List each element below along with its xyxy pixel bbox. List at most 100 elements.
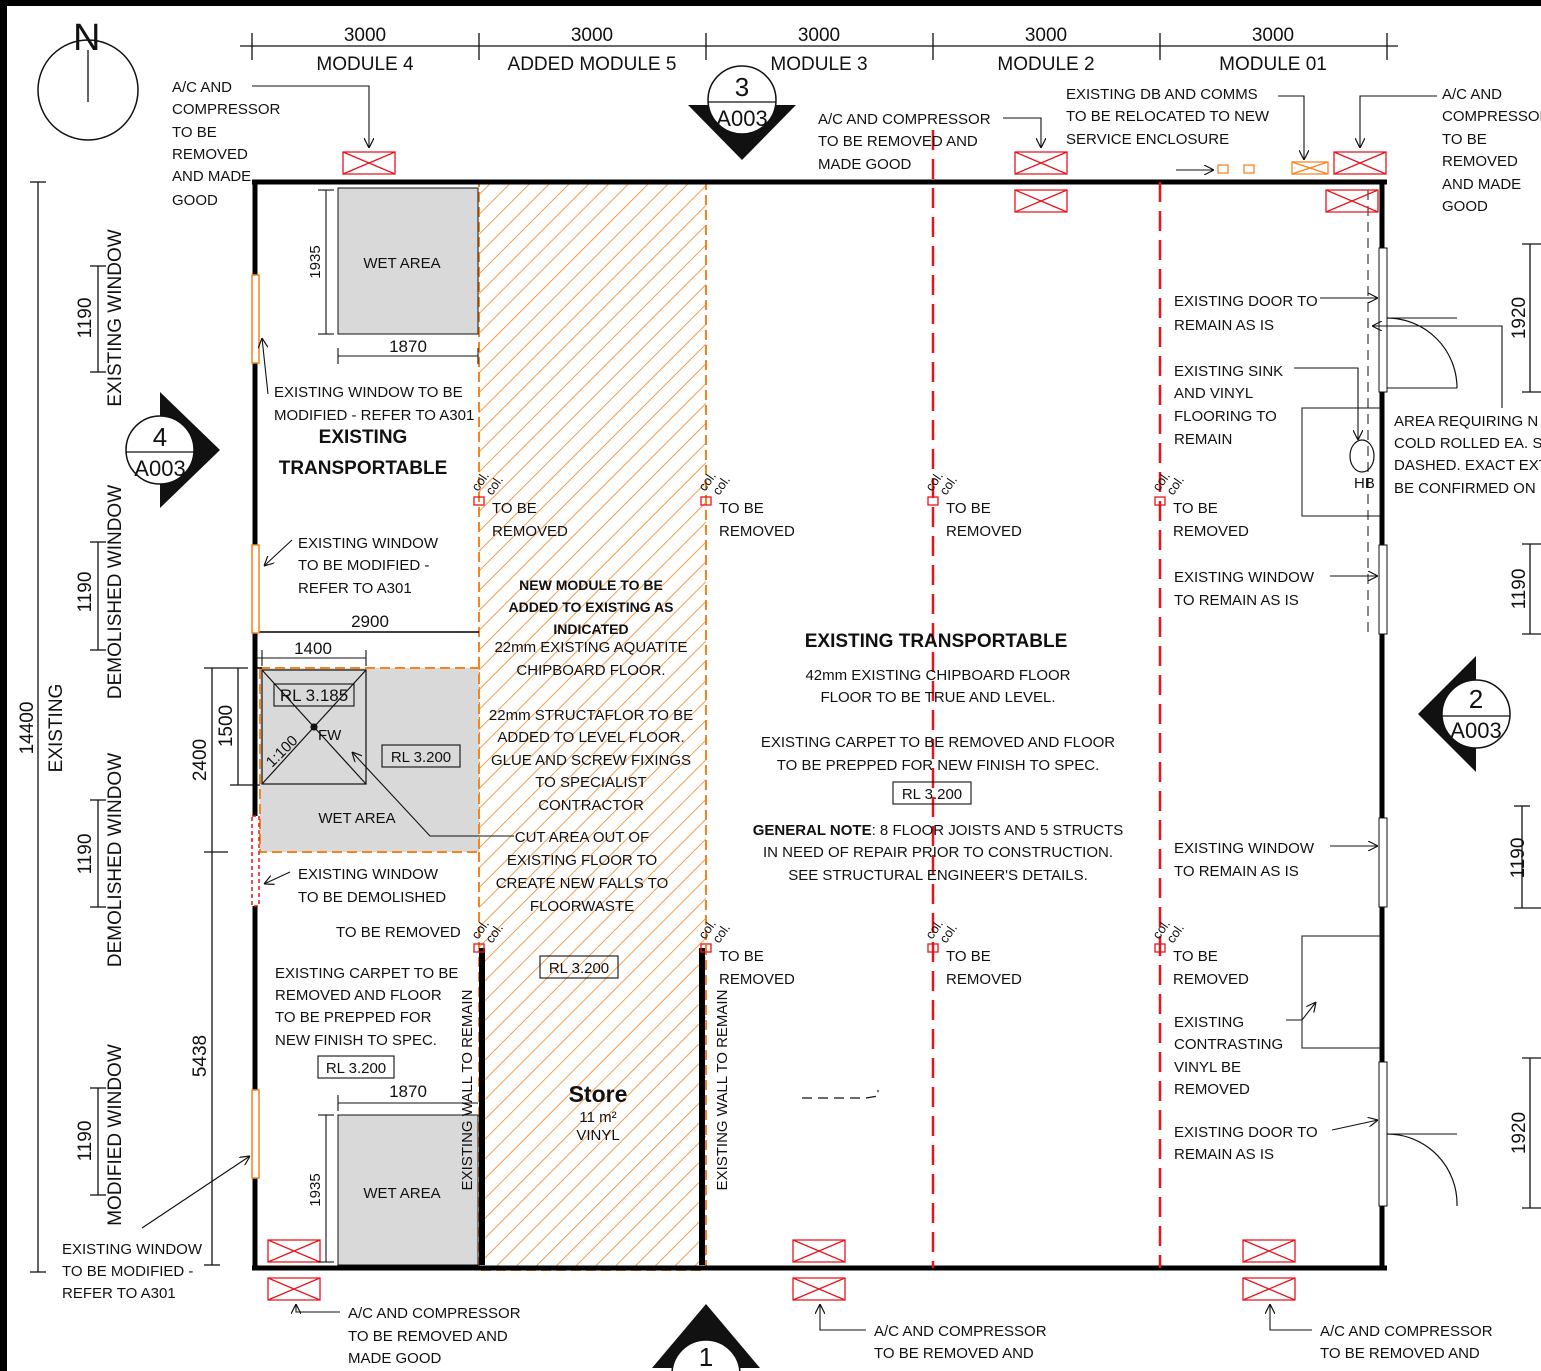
- note-win-remain-1: EXISTING WINDOW TO REMAIN AS IS: [1174, 569, 1315, 609]
- svg-text:EXISTING CARPET TO BE REMOVED: EXISTING CARPET TO BE REMOVED AND FLOOR: [761, 734, 1115, 751]
- svg-text:TO BE REMOVED AND: TO BE REMOVED AND: [818, 133, 978, 150]
- svg-text:EXISTING WINDOW: EXISTING WINDOW: [62, 1241, 203, 1258]
- note-sink: EXISTING SINK AND VINYL FLOORING TO REMA…: [1174, 363, 1283, 448]
- note-area-requiring: AREA REQUIRING N COLD ROLLED EA. S DASHE…: [1394, 413, 1541, 497]
- note-door-bottom: EXISTING DOOR TO REMAIN AS IS: [1174, 1124, 1318, 1163]
- top-module-4: MODULE 2: [997, 54, 1094, 75]
- wet-bot-w: 1870: [389, 1082, 427, 1101]
- svg-text:REMOVED: REMOVED: [1174, 1081, 1250, 1098]
- top-module-3: MODULE 3: [770, 54, 867, 75]
- w-1400: 1400: [294, 639, 332, 658]
- db-comms-units: [1217, 161, 1329, 175]
- svg-text:TO BE: TO BE: [946, 500, 991, 517]
- section-marker-4: 4 A003: [125, 392, 220, 508]
- svg-text:EXISTING WINDOW TO BE: EXISTING WINDOW TO BE: [274, 384, 463, 401]
- note-ac-bot-mid: A/C AND COMPRESSOR TO BE REMOVED AND: [874, 1323, 1047, 1362]
- note-ac-top-mid: A/C AND COMPRESSOR TO BE REMOVED AND MAD…: [818, 111, 991, 173]
- rl-3185: RL 3.185: [280, 686, 348, 705]
- wet-area-top: [337, 187, 479, 335]
- svg-text:COMPRESSOR: COMPRESSOR: [172, 101, 281, 118]
- section-marker-2: 2 A003: [1418, 656, 1511, 772]
- svg-text:TO BE REMOVED AND: TO BE REMOVED AND: [348, 1328, 508, 1345]
- win4-dim: 1190: [75, 1121, 96, 1162]
- svg-text:BE CONFIRMED ON: BE CONFIRMED ON: [1394, 480, 1536, 497]
- overall-dim: 14400: [17, 702, 38, 755]
- h-1500: 1500: [216, 705, 237, 747]
- svg-text:REMOVED: REMOVED: [1173, 971, 1249, 988]
- note-win-mod-bottom: EXISTING WINDOW TO BE MODIFIED - REFER T…: [62, 1241, 203, 1302]
- svg-text:FLOOR TO BE TRUE AND LEVEL.: FLOOR TO BE TRUE AND LEVEL.: [820, 689, 1055, 706]
- svg-text:EXISTING DB AND COMMS: EXISTING DB AND COMMS: [1066, 86, 1258, 103]
- svg-text:MADE GOOD: MADE GOOD: [818, 156, 912, 173]
- svg-text:A/C AND COMPRESSOR: A/C AND COMPRESSOR: [1320, 1323, 1493, 1340]
- note-cut-area: CUT AREA OUT OF EXISTING FLOOR TO CREATE…: [496, 829, 669, 915]
- wet-area-bottom: [337, 1114, 479, 1266]
- svg-text:AND MADE: AND MADE: [172, 168, 251, 185]
- svg-text:TO BE RELOCATED TO NEW: TO BE RELOCATED TO NEW: [1066, 108, 1270, 125]
- svg-text:REMOVED: REMOVED: [492, 523, 568, 540]
- svg-text:NEW FINISH TO SPEC.: NEW FINISH TO SPEC.: [275, 1032, 437, 1049]
- svg-text:COMPRESSOR: COMPRESSOR: [1442, 108, 1541, 125]
- svg-text:TO BE MODIFIED -: TO BE MODIFIED -: [62, 1263, 193, 1280]
- svg-text:SERVICE ENCLOSURE: SERVICE ENCLOSURE: [1066, 131, 1229, 148]
- svg-text:CONTRACTOR: CONTRACTOR: [538, 797, 644, 814]
- right-dim-1: 1920: [1509, 297, 1530, 339]
- wet-area-bottom-label: WET AREA: [363, 1185, 440, 1202]
- section-marker-1: 1: [652, 1304, 760, 1371]
- existing-transportable-left-1: EXISTING: [319, 427, 408, 448]
- svg-text:TO BE: TO BE: [1173, 948, 1218, 965]
- svg-text:TO BE: TO BE: [719, 500, 764, 517]
- svg-text:EXISTING WINDOW: EXISTING WINDOW: [1174, 569, 1315, 586]
- win4-label: MODIFIED WINDOW: [105, 1044, 126, 1226]
- svg-text:TO BE MODIFIED -: TO BE MODIFIED -: [298, 557, 429, 574]
- note-db-comms: EXISTING DB AND COMMS TO BE RELOCATED TO…: [1066, 86, 1270, 148]
- seg-5438: 5438: [190, 1035, 211, 1077]
- wet-top-w: 1870: [389, 337, 427, 356]
- note-win-demol: EXISTING WINDOW TO BE DEMOLISHED: [298, 866, 446, 906]
- svg-text:REMAIN: REMAIN: [1174, 431, 1232, 448]
- top-dim-1: 3000: [344, 25, 386, 46]
- win3-dim: 1190: [75, 834, 96, 875]
- svg-text:NEW MODULE TO BE: NEW MODULE TO BE: [519, 577, 663, 593]
- svg-text:GENERAL NOTE: 8 FLOOR JOISTS A: GENERAL NOTE: 8 FLOOR JOISTS AND 5 STRUC…: [753, 822, 1124, 839]
- note-main-carpet: EXISTING CARPET TO BE REMOVED AND FLOOR …: [761, 734, 1115, 774]
- note-ac-top-left: A/C AND COMPRESSOR TO BE REMOVED AND MAD…: [172, 79, 281, 209]
- svg-text:TO BE: TO BE: [1442, 131, 1487, 148]
- note-ac-bot-left: A/C AND COMPRESSOR TO BE REMOVED AND MAD…: [348, 1305, 521, 1367]
- svg-text:1: 1: [699, 1342, 713, 1371]
- wall-remain-right: EXISTING WALL TO REMAIN: [714, 990, 731, 1191]
- note-door-top: EXISTING DOOR TO REMAIN AS IS: [1174, 293, 1318, 334]
- svg-text:EXISTING DOOR TO: EXISTING DOOR TO: [1174, 1124, 1318, 1141]
- top-module-5: MODULE 01: [1219, 54, 1327, 75]
- svg-text:A003: A003: [134, 456, 185, 481]
- svg-text:FLOORWASTE: FLOORWASTE: [530, 898, 634, 915]
- svg-text:REMOVED: REMOVED: [172, 146, 248, 163]
- svg-text:REMAIN AS IS: REMAIN AS IS: [1174, 317, 1274, 334]
- svg-text:TO BE REMOVED AND: TO BE REMOVED AND: [874, 1345, 1034, 1362]
- wet-bot-h: 1935: [307, 1173, 324, 1206]
- svg-text:FLOORING TO: FLOORING TO: [1174, 408, 1277, 425]
- svg-text:EXISTING WINDOW: EXISTING WINDOW: [298, 866, 439, 883]
- svg-text:A/C AND COMPRESSOR: A/C AND COMPRESSOR: [818, 111, 991, 128]
- overall-dim-label: EXISTING: [46, 684, 67, 773]
- svg-text:EXISTING: EXISTING: [1174, 1014, 1244, 1031]
- svg-text:TO BE PREPPED FOR NEW FINISH T: TO BE PREPPED FOR NEW FINISH TO SPEC.: [777, 757, 1100, 774]
- svg-text:REMAIN AS IS: REMAIN AS IS: [1174, 1146, 1274, 1163]
- existing-transportable-left-2: TRANSPORTABLE: [279, 458, 448, 479]
- svg-text:GOOD: GOOD: [1442, 198, 1488, 215]
- top-dim-4: 3000: [1025, 25, 1067, 46]
- rl-3200-left: RL 3.200: [326, 1060, 386, 1077]
- svg-text:TO BE: TO BE: [1173, 500, 1218, 517]
- right-dim-4: 1920: [1509, 1112, 1530, 1154]
- svg-text:TO REMAIN AS IS: TO REMAIN AS IS: [1174, 592, 1299, 609]
- section-marker-3: 3 A003: [688, 65, 796, 160]
- svg-text:REMOVED: REMOVED: [946, 971, 1022, 988]
- right-openings: [1367, 190, 1458, 1207]
- svg-text:A/C AND: A/C AND: [1442, 86, 1502, 103]
- floor-waste-falls: [261, 669, 367, 785]
- top-module-1: MODULE 4: [316, 54, 414, 75]
- svg-text:22mm EXISTING AQUATITE: 22mm EXISTING AQUATITE: [494, 639, 687, 656]
- svg-text:TO BE: TO BE: [492, 500, 537, 517]
- svg-text:ADDED TO LEVEL FLOOR.: ADDED TO LEVEL FLOOR.: [497, 729, 684, 746]
- svg-text:TO BE: TO BE: [719, 948, 764, 965]
